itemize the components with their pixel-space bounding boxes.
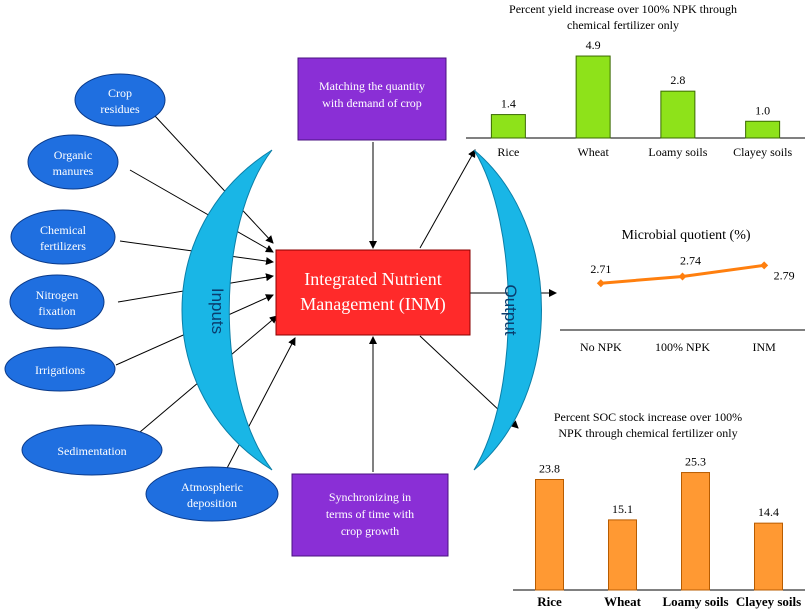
category-label: Rice (497, 145, 519, 159)
microbial-quotient-chart: Microbial quotient (%) 2.71 No NPK 2.74 100%… (560, 228, 805, 354)
input-ellipses: Crop residues Organic manures Chemical f… (4, 73, 279, 522)
arrow-to-yield-chart (419, 149, 476, 249)
input-irrigations: Irrigations (4, 346, 116, 392)
bar (745, 120, 781, 139)
category-label: Loamy soils (662, 594, 728, 609)
bar (535, 479, 564, 591)
soc-increase-chart: Percent SOC stock increase over 100% NPK … (513, 410, 805, 609)
data-label: 2.74 (680, 254, 701, 268)
input-organic-manures: Organic manures (27, 134, 119, 190)
data-label: 2.79 (774, 268, 795, 282)
input-label: fertilizers (40, 239, 86, 253)
bar (681, 472, 710, 591)
input-label: Nitrogen (36, 288, 79, 302)
data-label: 15.1 (612, 502, 633, 516)
category-label: Clayey soils (733, 145, 792, 159)
chart-title: Percent SOC stock increase over 100% (554, 410, 742, 424)
inputs-crescent (181, 149, 273, 471)
bottom-box-line3: crop growth (341, 524, 399, 538)
input-sedimentation: Sedimentation (21, 424, 163, 476)
data-label: 2.8 (670, 73, 685, 87)
input-atmospheric-deposition: Atmospheric deposition (145, 466, 279, 522)
category-label: Clayey soils (736, 594, 801, 609)
yield-increase-chart: Percent yield increase over 100% NPK thr… (466, 2, 805, 159)
data-label: 1.0 (755, 103, 770, 117)
bar (575, 55, 611, 139)
category-label: Rice (537, 594, 562, 609)
data-label: 14.4 (758, 505, 779, 519)
input-label: Chemical (40, 223, 87, 237)
top-box-line1: Matching the quantity (319, 79, 425, 93)
data-label: 25.3 (685, 455, 706, 469)
arrow-organic-manures (129, 169, 274, 253)
input-label: manures (53, 164, 94, 178)
data-label: 23.8 (539, 462, 560, 476)
input-label: Crop (108, 86, 132, 100)
data-point (596, 279, 605, 288)
input-label: Organic (54, 148, 92, 162)
arrow-crop-residues (154, 115, 274, 244)
input-label: deposition (187, 496, 237, 510)
output-crescent (473, 149, 542, 471)
category-label: No NPK (580, 340, 622, 354)
data-label: 1.4 (501, 97, 516, 111)
chart-title: Percent yield increase over 100% NPK thr… (509, 2, 737, 16)
bar (660, 90, 696, 139)
data-label: 4.9 (586, 38, 601, 52)
chart-title: NPK through chemical fertilizer only (558, 426, 737, 440)
category-label: INM (752, 340, 776, 354)
input-chemical-fertilizers: Chemical fertilizers (10, 209, 116, 265)
center-line2: Management (INM) (300, 294, 445, 315)
input-crop-residues: Crop residues (74, 73, 166, 127)
input-label: Irrigations (35, 363, 85, 377)
bar (608, 519, 637, 591)
bottom-box-line2: terms of time with (326, 507, 414, 521)
bar (754, 522, 783, 591)
inputs-label: Inputs (208, 288, 227, 334)
bottom-box-line1: Synchronizing in (329, 490, 411, 504)
top-box-line2: with demand of crop (322, 96, 422, 110)
chart-title: chemical fertilizer only (567, 18, 679, 32)
category-label: Loamy soils (648, 145, 707, 159)
input-label: residues (100, 102, 140, 116)
arrow-atmospheric-deposition (224, 337, 296, 473)
category-label: Wheat (577, 145, 609, 159)
output-label: Output (501, 284, 520, 335)
input-label: Sedimentation (57, 444, 126, 458)
category-label: 100% NPK (655, 340, 710, 354)
data-point (760, 261, 769, 270)
input-label: fixation (38, 304, 75, 318)
data-point (678, 272, 687, 281)
input-label: Atmospheric (181, 480, 243, 494)
bar (490, 114, 526, 139)
top-box (297, 57, 447, 141)
category-label: Wheat (604, 594, 642, 609)
center-line1: Integrated Nutrient (304, 269, 441, 289)
inm-center-box (275, 249, 471, 336)
chart-title: Microbial quotient (%) (621, 228, 750, 243)
bottom-box (291, 473, 449, 557)
data-label: 2.71 (590, 262, 611, 276)
input-nitrogen-fixation: Nitrogen fixation (9, 274, 105, 330)
